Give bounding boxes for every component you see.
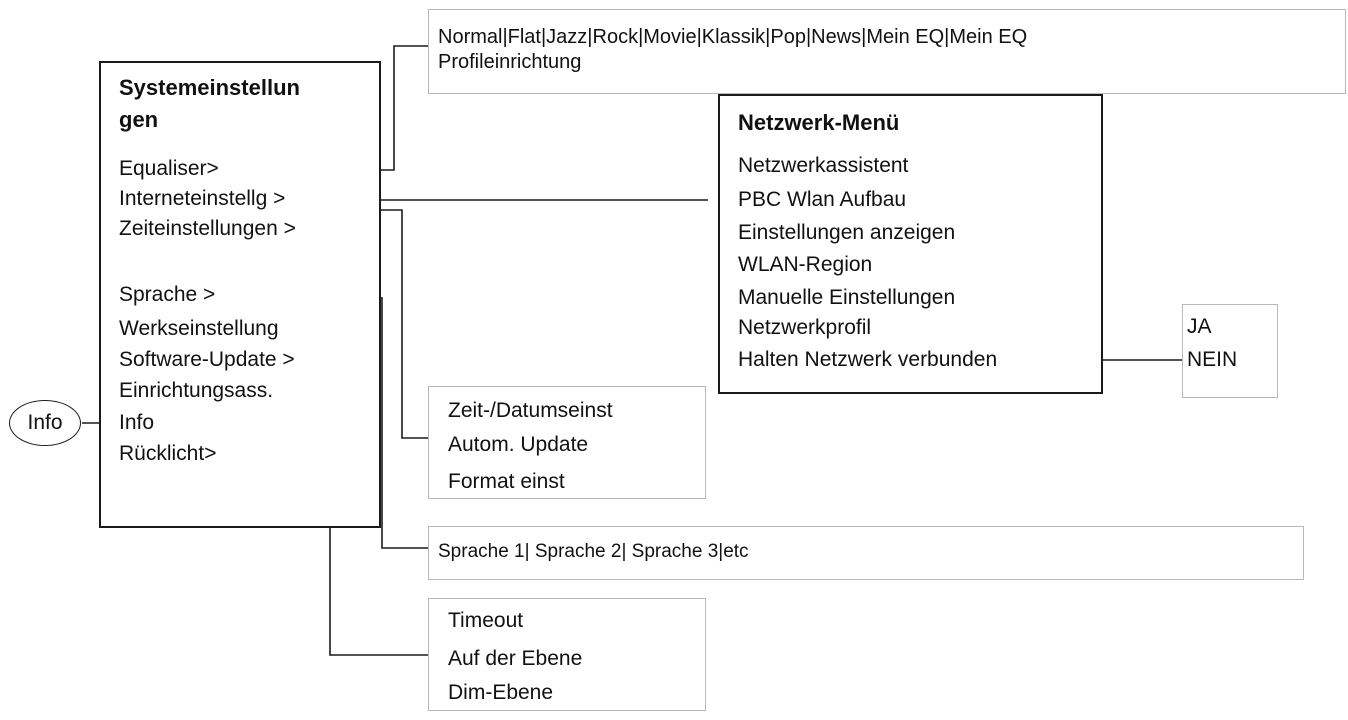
equaliser-presets-box	[428, 9, 1346, 94]
info-node-label: Info	[27, 411, 63, 434]
backlight-item-dim-ebene[interactable]: Dim-Ebene	[448, 681, 554, 704]
menu-item-software-update[interactable]: Software-Update >	[119, 348, 295, 371]
backlight-item-auf-der-ebene[interactable]: Auf der Ebene	[448, 647, 583, 670]
menu-item-interneteinstellungen[interactable]: Interneteinstellg >	[119, 187, 286, 210]
info-node[interactable]: Info	[9, 400, 81, 446]
time-item-format[interactable]: Format einst	[448, 470, 565, 493]
system-settings-title-line2: gen	[119, 107, 159, 132]
yes-no-box	[1182, 304, 1278, 398]
network-item-netzwerkprofil[interactable]: Netzwerkprofil	[738, 316, 872, 339]
network-item-einstellungen-anzeigen[interactable]: Einstellungen anzeigen	[738, 221, 956, 244]
option-nein[interactable]: NEIN	[1187, 348, 1238, 371]
menu-item-ruecklicht[interactable]: Rücklicht>	[119, 442, 217, 465]
backlight-box	[428, 598, 706, 711]
system-settings-title-line1: Systemeinstellun	[119, 75, 300, 100]
time-settings-box	[428, 386, 706, 499]
system-settings-menu	[99, 61, 381, 528]
option-ja[interactable]: JA	[1187, 315, 1212, 338]
network-item-wlan-region[interactable]: WLAN-Region	[738, 253, 873, 276]
language-box	[428, 526, 1304, 580]
network-item-halten-netzwerk-verbunden[interactable]: Halten Netzwerk verbunden	[738, 348, 998, 371]
equaliser-presets-line1: Normal|Flat|Jazz|Rock|Movie|Klassik|Pop|…	[438, 26, 1028, 48]
menu-item-zeiteinstellungen[interactable]: Zeiteinstellungen >	[119, 217, 296, 240]
network-menu-title: Netzwerk-Menü	[738, 110, 900, 135]
menu-item-equaliser[interactable]: Equaliser>	[119, 157, 219, 180]
time-item-autom-update[interactable]: Autom. Update	[448, 433, 589, 456]
menu-item-sprache[interactable]: Sprache >	[119, 283, 216, 306]
backlight-item-timeout[interactable]: Timeout	[448, 609, 524, 632]
menu-item-einrichtungsassistent[interactable]: Einrichtungsass.	[119, 379, 274, 402]
network-menu	[718, 94, 1103, 394]
equaliser-presets-line2: Profileinrichtung	[438, 51, 582, 73]
language-options[interactable]: Sprache 1| Sprache 2| Sprache 3|etc	[438, 541, 749, 562]
menu-item-info[interactable]: Info	[119, 411, 155, 434]
menu-item-werkseinstellung[interactable]: Werkseinstellung	[119, 317, 279, 340]
time-item-zeit-datum[interactable]: Zeit-/Datumseinst	[448, 399, 613, 422]
network-item-manuelle-einstellungen[interactable]: Manuelle Einstellungen	[738, 286, 956, 309]
network-item-pbc-wlan-aufbau[interactable]: PBC Wlan Aufbau	[738, 188, 907, 211]
network-item-netzwerkassistent[interactable]: Netzwerkassistent	[738, 154, 909, 177]
